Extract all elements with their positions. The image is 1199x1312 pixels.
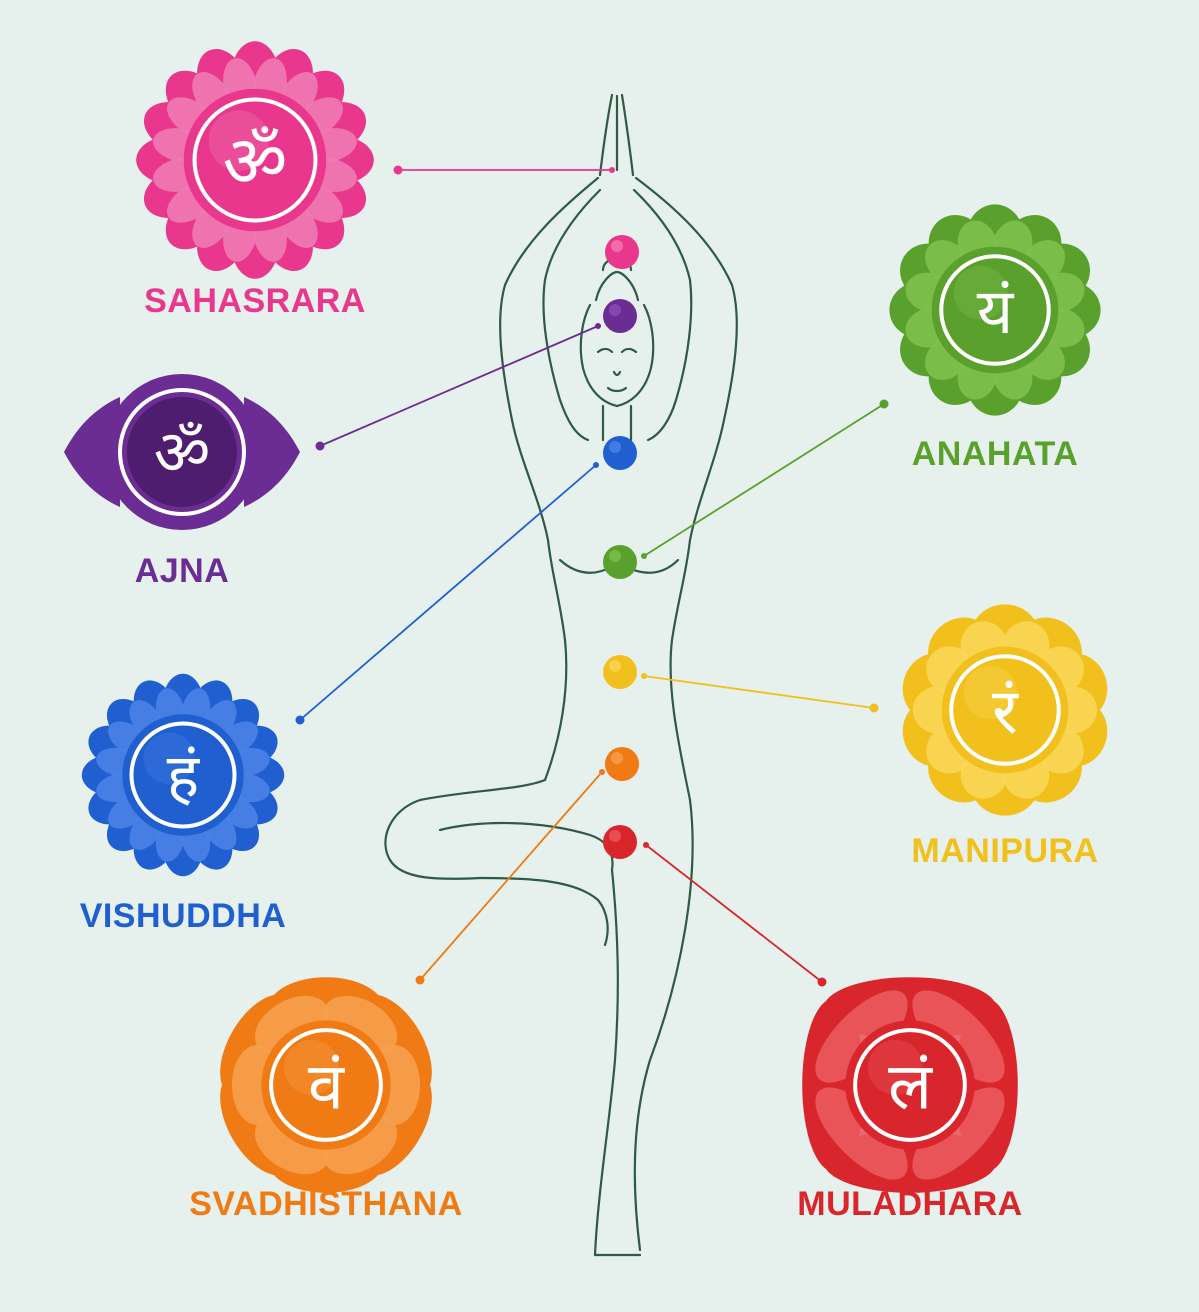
body-chakra-dots bbox=[603, 235, 639, 859]
vishuddha-connector-start bbox=[593, 462, 599, 468]
manipura-connector-end bbox=[869, 703, 879, 713]
ajna-label: AJNA bbox=[135, 552, 230, 590]
ajna-connector-line bbox=[319, 325, 599, 447]
sahasrara-connector-end bbox=[393, 165, 403, 175]
sahasrara-seed-syllable: ॐ bbox=[223, 120, 288, 203]
yoga-figure-outline bbox=[384, 93, 738, 1257]
manipura-seed-syllable: रं bbox=[992, 675, 1019, 748]
vishuddha-label: VISHUDDHA bbox=[80, 897, 287, 935]
anahata-emblem: यं bbox=[889, 204, 1101, 416]
sahasrara-label: SAHASRARA bbox=[144, 282, 366, 320]
ajna-connector-end bbox=[315, 441, 325, 451]
anahata-connector-line bbox=[643, 403, 885, 557]
anahata-seed-syllable: यं bbox=[977, 275, 1015, 348]
ajna-body-dot bbox=[603, 299, 637, 333]
svadhisthana-emblem: वं bbox=[220, 977, 432, 1193]
sahasrara-body-dot bbox=[605, 235, 639, 269]
chakra-emblems: ॐ ॐ हं यं रं वं लं bbox=[64, 41, 1108, 1193]
manipura-connector-start bbox=[641, 673, 647, 679]
sahasrara-emblem: ॐ bbox=[136, 41, 374, 279]
muladhara-connector-start bbox=[643, 842, 649, 848]
ajna-emblem: ॐ bbox=[64, 374, 300, 530]
svadhisthana-connector-line bbox=[419, 771, 603, 981]
muladhara-emblem: लं bbox=[802, 977, 1018, 1193]
manipura-connector-line bbox=[643, 675, 875, 709]
anahata-connector-end bbox=[879, 399, 889, 409]
svadhisthana-body-dot bbox=[605, 747, 639, 781]
svadhisthana-seed-syllable: वं bbox=[308, 1050, 346, 1125]
ajna-connector-start bbox=[595, 323, 601, 329]
ajna-seed-syllable: ॐ bbox=[154, 416, 211, 489]
ajna-right-petal bbox=[244, 397, 300, 507]
muladhara-connector-end bbox=[817, 977, 827, 987]
muladhara-seed-syllable: लं bbox=[888, 1050, 933, 1125]
anahata-label: ANAHATA bbox=[912, 435, 1079, 473]
svadhisthana-label: SVADHISTHANA bbox=[189, 1185, 463, 1223]
vishuddha-connector-end bbox=[295, 715, 305, 725]
anahata-connector-start bbox=[641, 553, 647, 559]
svadhisthana-connector-start bbox=[599, 769, 605, 775]
manipura-label: MANIPURA bbox=[911, 832, 1098, 870]
muladhara-body-dot bbox=[603, 825, 637, 859]
manipura-emblem: रं bbox=[902, 604, 1108, 816]
ajna-left-petal bbox=[64, 397, 120, 507]
anahata-body-dot bbox=[603, 545, 637, 579]
muladhara-connector-line bbox=[645, 844, 823, 983]
svadhisthana-connector-end bbox=[415, 975, 425, 985]
manipura-body-dot bbox=[603, 655, 637, 689]
vishuddha-emblem: हं bbox=[81, 673, 285, 877]
vishuddha-body-dot bbox=[603, 436, 637, 470]
chakra-labels: SAHASRARA AJNA VISHUDDHA ANAHATA MANIPURA SVA… bbox=[80, 282, 1098, 1223]
vishuddha-connector-line bbox=[299, 464, 597, 721]
sahasrara-connector-start bbox=[609, 167, 615, 173]
muladhara-label: MULADHARA bbox=[797, 1185, 1022, 1223]
connector-lines bbox=[295, 165, 889, 987]
vishuddha-seed-syllable: हं bbox=[167, 741, 201, 812]
